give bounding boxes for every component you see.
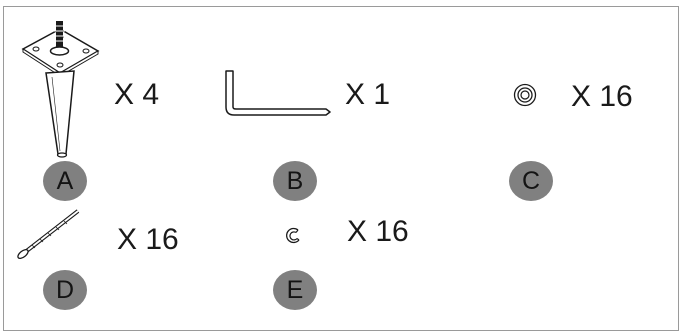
part-e-badge: E — [273, 270, 317, 310]
part-a-quantity: X 4 — [114, 80, 159, 110]
furniture-leg-icon — [18, 21, 108, 161]
part-c-quantity: X 16 — [571, 82, 633, 112]
spring-washer-icon — [283, 226, 303, 246]
part-c-badge: C — [509, 161, 553, 201]
part-d-badge: D — [43, 270, 87, 310]
washer-icon — [513, 83, 537, 107]
part-b-quantity: X 1 — [345, 80, 390, 110]
parts-list-panel: X 4 A X 1 B X 16 C X 16 D X 16 E — [3, 6, 679, 331]
allen-key-icon — [222, 69, 332, 119]
screw-icon — [12, 207, 84, 263]
part-e-quantity: X 16 — [347, 217, 409, 247]
part-a-badge: A — [43, 161, 87, 201]
part-b-badge: B — [273, 161, 317, 201]
part-d-quantity: X 16 — [117, 225, 179, 255]
